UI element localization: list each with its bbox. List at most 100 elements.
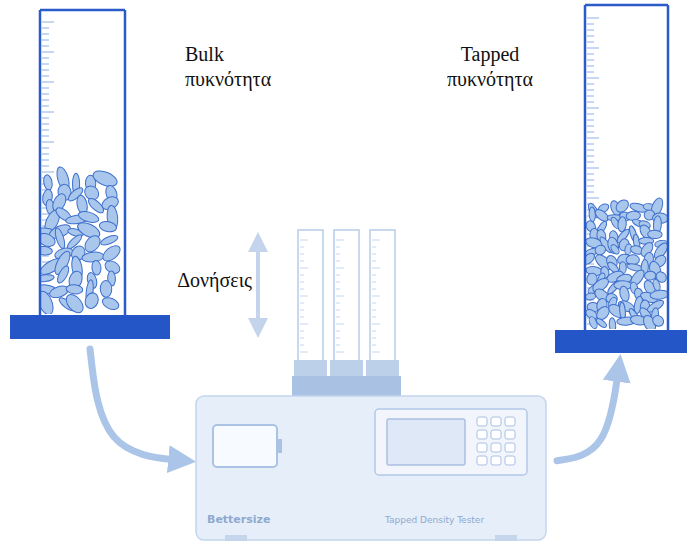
tick-mark bbox=[372, 282, 376, 283]
keypad-key bbox=[477, 443, 487, 452]
tick-mark bbox=[336, 324, 344, 325]
tube-holder bbox=[328, 376, 365, 396]
particle bbox=[91, 168, 119, 189]
tick-mark bbox=[42, 52, 54, 53]
tick-mark bbox=[300, 310, 304, 311]
tester-tubes bbox=[292, 230, 401, 396]
tick-mark bbox=[300, 317, 304, 318]
keypad-key bbox=[491, 456, 501, 465]
keypad-key bbox=[505, 443, 515, 452]
foot bbox=[225, 535, 247, 541]
particle bbox=[606, 236, 620, 255]
device-name: Tapped Density Tester bbox=[385, 515, 535, 525]
keypad-key bbox=[477, 417, 487, 426]
cylinder-outline bbox=[585, 5, 668, 330]
tube-holder bbox=[292, 376, 329, 396]
tick-mark bbox=[587, 18, 599, 19]
tick-mark bbox=[336, 247, 340, 248]
vibration-label: Δονήσεις bbox=[160, 268, 252, 293]
tick-mark bbox=[300, 345, 304, 346]
tube-clamp bbox=[366, 360, 399, 376]
tick-mark bbox=[372, 331, 376, 332]
tick-mark bbox=[587, 48, 599, 49]
tick-mark bbox=[372, 289, 376, 290]
tick-mark bbox=[336, 303, 340, 304]
tick-mark bbox=[587, 120, 594, 121]
particle bbox=[81, 251, 104, 263]
tick-mark bbox=[42, 112, 54, 113]
tick-mark bbox=[300, 275, 304, 276]
particle bbox=[77, 209, 100, 224]
tick-mark bbox=[587, 192, 594, 193]
keypad-key bbox=[491, 417, 501, 426]
tick-mark bbox=[587, 144, 594, 145]
tick-mark bbox=[587, 72, 594, 73]
tick-mark bbox=[372, 261, 376, 262]
tick-mark bbox=[587, 90, 594, 91]
tick-mark bbox=[587, 42, 594, 43]
tick-mark bbox=[300, 331, 304, 332]
tick-mark bbox=[42, 46, 49, 47]
particle bbox=[41, 274, 55, 283]
keypad-key bbox=[505, 430, 515, 439]
tick-mark bbox=[587, 24, 594, 25]
density-label: Bulk πυκνότητα bbox=[185, 42, 295, 92]
cylinder-outline bbox=[40, 10, 125, 315]
tick-mark bbox=[42, 118, 49, 119]
tick-mark bbox=[336, 352, 344, 353]
tapped-cylinder: Tapped πυκνότητα bbox=[555, 5, 687, 353]
particle bbox=[43, 174, 54, 191]
tick-mark bbox=[336, 275, 340, 276]
tick-mark bbox=[372, 296, 380, 297]
tick-mark bbox=[587, 162, 594, 163]
flow-arrow bbox=[557, 365, 619, 461]
tick-mark bbox=[587, 132, 594, 133]
particle bbox=[53, 227, 66, 250]
particle bbox=[609, 317, 616, 329]
tick-mark bbox=[587, 126, 594, 127]
tick-mark bbox=[587, 102, 594, 103]
tick-mark bbox=[336, 310, 340, 311]
tick-mark bbox=[42, 130, 49, 131]
particle bbox=[99, 234, 119, 247]
tick-mark bbox=[336, 254, 340, 255]
tick-mark bbox=[300, 338, 304, 339]
particle bbox=[652, 279, 662, 292]
tick-mark bbox=[587, 150, 594, 151]
tube bbox=[334, 230, 359, 362]
tick-mark bbox=[42, 160, 49, 161]
tick-mark bbox=[42, 76, 49, 77]
tick-mark bbox=[42, 28, 49, 29]
tick-mark bbox=[300, 240, 308, 241]
cylinder-base bbox=[10, 315, 170, 339]
tick-mark bbox=[372, 345, 376, 346]
tick-mark bbox=[42, 82, 54, 83]
tick-mark bbox=[372, 317, 376, 318]
tick-mark bbox=[42, 256, 49, 257]
tick-mark bbox=[42, 136, 49, 137]
tick-mark bbox=[300, 282, 304, 283]
tick-mark bbox=[372, 303, 376, 304]
tick-mark bbox=[42, 40, 49, 41]
tick-mark bbox=[42, 154, 49, 155]
tube-holder bbox=[364, 376, 401, 396]
tick-mark bbox=[372, 254, 376, 255]
tick-mark bbox=[336, 296, 344, 297]
tick-mark bbox=[300, 289, 304, 290]
tick-mark bbox=[372, 310, 376, 311]
graduation-marks bbox=[587, 18, 599, 324]
keypad-key bbox=[491, 430, 501, 439]
tick-mark bbox=[300, 324, 308, 325]
particle bbox=[100, 280, 112, 297]
particle bbox=[83, 291, 101, 310]
tick-mark bbox=[300, 254, 304, 255]
tick-mark bbox=[372, 268, 380, 269]
tube-ticks bbox=[300, 240, 308, 352]
flow-arrow bbox=[90, 349, 185, 461]
tick-mark bbox=[587, 30, 594, 31]
particle bbox=[41, 289, 56, 314]
tick-mark bbox=[372, 275, 376, 276]
tick-mark bbox=[587, 174, 594, 175]
tick-mark bbox=[587, 96, 594, 97]
tick-mark bbox=[42, 88, 49, 89]
